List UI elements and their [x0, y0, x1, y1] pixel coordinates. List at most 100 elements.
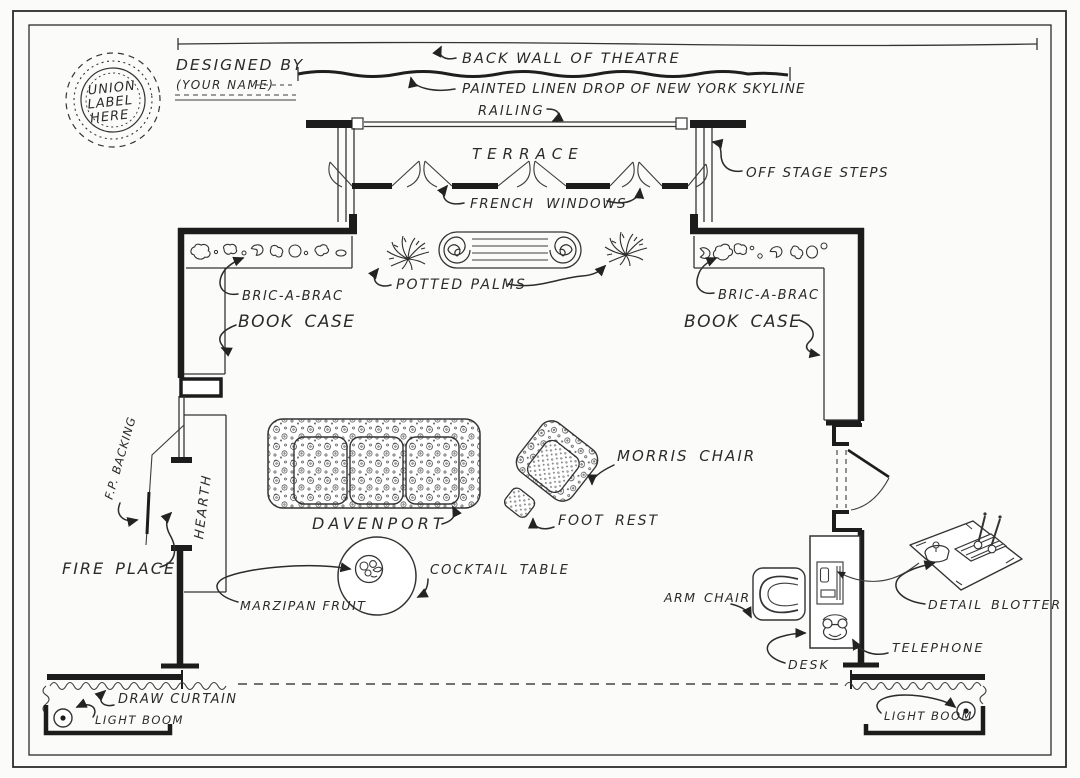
bookcase-left: BRIC-A-BRAC BOOK CASE — [184, 236, 356, 375]
pens — [977, 515, 1001, 548]
fire-place-arrow — [159, 511, 176, 568]
foot-rest-label: FOOT REST — [558, 513, 659, 529]
book-case-right-arrow — [798, 319, 821, 359]
railing: RAILING — [351, 104, 688, 130]
stamp-ring-inner — [80, 67, 146, 133]
foot-rest-arrow — [527, 517, 555, 530]
inner-border-line — [28, 24, 1052, 756]
union-label-stamp: UNION LABEL HERE — [65, 52, 161, 148]
pen-tip-1 — [983, 512, 987, 516]
railing-cap-right — [675, 117, 688, 130]
back-wall: BACK WALL OF THEATRE — [177, 38, 1038, 67]
designed-by-label: DESIGNED BY — [176, 56, 304, 74]
davenport-arrow — [441, 505, 462, 525]
curtain-squiggle-left-end — [42, 685, 50, 714]
outer-border-line — [12, 10, 1067, 768]
bric-a-brac-right-shapes — [696, 242, 828, 262]
your-name-label: (YOUR NAME) — [176, 78, 274, 92]
tower-left-lines — [337, 128, 355, 222]
telephone-mouthpiece — [837, 618, 848, 629]
fruit-2 — [369, 560, 377, 568]
pen-tip-2 — [998, 515, 1002, 519]
potted-palm-left — [386, 235, 430, 271]
desk-arrow — [766, 627, 807, 664]
morris-chair-seat — [526, 439, 580, 494]
off-stage-steps-label: OFF STAGE STEPS — [746, 165, 889, 181]
arm-chair-arrow — [730, 603, 752, 619]
detail-blotter-arrow — [895, 560, 936, 605]
marzipan-fruit-arrow — [216, 562, 352, 603]
stamp-ring-inmost — [85, 72, 141, 128]
boom-bracket-left — [43, 705, 173, 736]
door-step-lower — [832, 510, 862, 532]
door-swing-arc — [850, 477, 890, 511]
railing-lines — [364, 121, 676, 128]
morris-chair: MORRIS CHAIR — [515, 420, 756, 502]
bookcase-right: BRIC-A-BRAC BOOK CASE — [684, 236, 861, 426]
back-wall-line — [177, 41, 1038, 47]
stamp-line1: UNION — [87, 79, 136, 99]
painted-drop: PAINTED LINEN DROP OF NEW YORK SKYLINE — [297, 67, 806, 97]
back-wall-arrow — [432, 45, 457, 60]
french-windows-label: FRENCH WINDOWS — [470, 196, 627, 212]
telephone-arrow — [852, 638, 889, 655]
fire-place-label: FIRE PLACE — [62, 559, 176, 578]
step-unit-outline — [438, 231, 582, 269]
potted-palms-arrow-right — [507, 264, 607, 287]
fp-backing-line — [145, 424, 185, 546]
potted-palms-label: POTTED PALMS — [396, 277, 527, 293]
window-leaves — [328, 160, 708, 188]
light-boom-left-arrow — [75, 698, 96, 718]
off-stage-steps-arrow — [711, 138, 743, 173]
book-case-left-arrow — [219, 324, 237, 357]
marzipan-fruit-label: MARZIPAN FRUIT — [240, 598, 366, 613]
curtain-squiggle-right — [844, 681, 982, 691]
light-boom-right-dot — [963, 708, 969, 714]
sheet-border — [12, 10, 1067, 768]
arm-chair: ARM CHAIR — [663, 567, 806, 621]
foot-rest-body — [503, 487, 536, 518]
light-boom-right-arrow — [876, 694, 957, 714]
arm-chair-seat — [767, 582, 799, 607]
tower-right-lines — [695, 128, 713, 222]
book-case-left-label: BOOK CASE — [238, 312, 356, 332]
fruit-bowl — [354, 554, 384, 584]
light-boom-left-label: LIGHT BOOM — [95, 713, 184, 727]
railing-arrow — [546, 108, 564, 122]
telephone-handset — [822, 614, 848, 638]
curtain-squiggle-right-end — [979, 685, 987, 705]
french-windows-arrow-right — [606, 187, 645, 204]
bric-a-brac-left-label: BRIC-A-BRAC — [242, 289, 344, 304]
painted-drop-ticks — [297, 67, 791, 81]
stamp-line2: LABEL — [87, 93, 134, 113]
bookcase-left-lines — [184, 236, 353, 375]
fp-backing-bold — [145, 491, 151, 535]
arm-chair-back — [759, 575, 799, 614]
light-boom-left-dot — [60, 715, 66, 721]
fp-backing-label: F.P. BACKING — [102, 415, 139, 501]
blotter-connector-line — [836, 562, 920, 582]
morris-chair-label: MORRIS CHAIR — [617, 447, 756, 465]
terrace-towers — [306, 120, 746, 229]
desk-blotter-inkwell — [819, 567, 830, 583]
davenport-label: DAVENPORT — [312, 514, 447, 533]
blotter-corner-folds — [915, 523, 1015, 586]
bric-a-brac-right-arrow — [696, 257, 718, 295]
cocktail-table-arrow — [416, 578, 429, 598]
desk-label: DESK — [788, 657, 830, 672]
bric-a-brac-right-label: BRIC-A-BRAC — [718, 288, 820, 303]
volute-right — [549, 236, 577, 264]
book-case-right-label: BOOK CASE — [684, 312, 802, 332]
draw-curtain-label: DRAW CURTAIN — [118, 692, 238, 707]
left-wall-pier — [179, 377, 223, 398]
curtain-squiggle-left — [49, 681, 227, 691]
davenport: DAVENPORT — [267, 418, 481, 533]
painted-drop-label: PAINTED LINEN DROP OF NEW YORK SKYLINE — [462, 81, 806, 97]
cocktail-table-label: COCKTAIL TABLE — [430, 563, 570, 578]
pen-socket-1 — [973, 540, 983, 550]
davenport-cushion-3 — [405, 436, 460, 505]
detail-blotter: DETAIL BLOTTER — [836, 512, 1060, 612]
fruit-1 — [359, 561, 369, 571]
